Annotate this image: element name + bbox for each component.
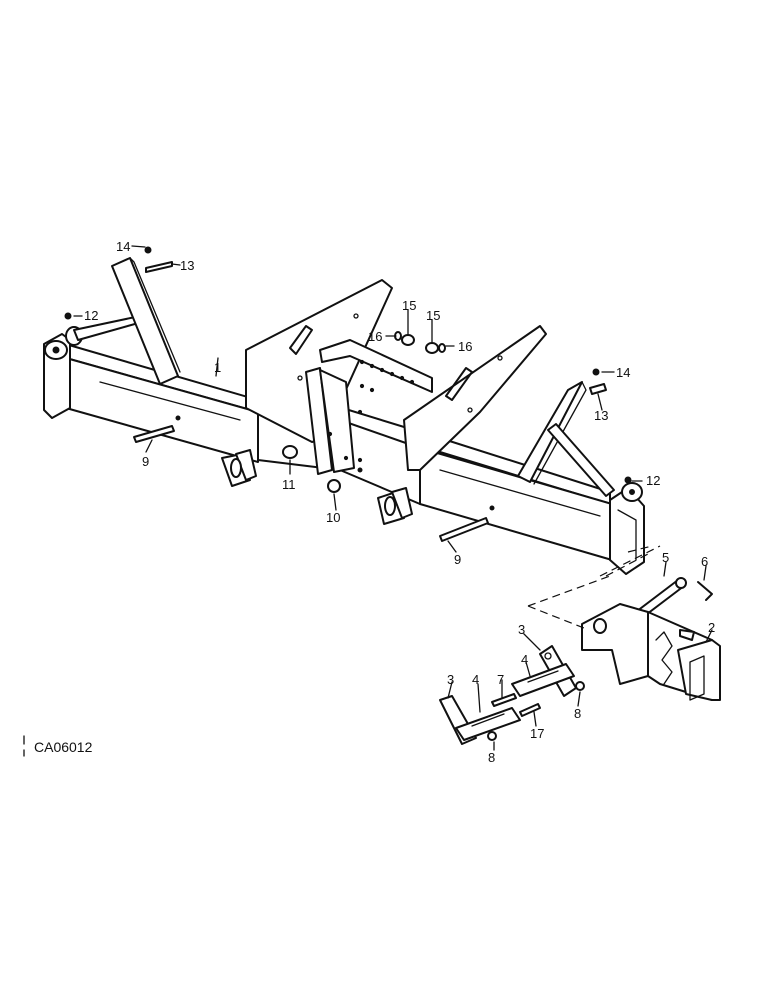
right-upright-post [517, 381, 615, 497]
callout-labels: 1 2 3 3 4 4 5 6 7 8 8 9 9 10 11 12 12 13… [84, 239, 715, 765]
callout-14-left: 14 [116, 239, 130, 254]
assembly-lines [527, 545, 661, 629]
link-4-upper [511, 663, 575, 697]
callout-13-left: 13 [180, 258, 194, 273]
link-4-lower [455, 707, 521, 741]
pin-12-right [624, 476, 632, 484]
spacer-15-16 [394, 331, 446, 354]
nut-8 [487, 681, 585, 741]
pin-9-right [439, 505, 495, 542]
bolt-17 [519, 703, 541, 717]
callout-8-right: 8 [574, 706, 581, 721]
callout-12-right: 12 [646, 473, 660, 488]
right-end-bracket [609, 482, 645, 575]
callout-9-right: 9 [454, 552, 461, 567]
right-mount-plate [319, 325, 547, 471]
callout-3-upper: 3 [518, 622, 525, 637]
callout-9-left: 9 [142, 454, 149, 469]
callout-16-left: 16 [368, 329, 382, 344]
callout-8-bottom: 8 [488, 750, 495, 765]
callout-17: 17 [530, 726, 544, 741]
left-upright-post [111, 257, 181, 385]
right-clevis [377, 487, 413, 525]
bolt-13-right [589, 368, 607, 395]
leader-lines [73, 245, 713, 751]
clip-6 [697, 581, 713, 601]
callout-1: 1 [214, 360, 221, 375]
callout-15-right: 15 [426, 308, 440, 323]
callout-13-right: 13 [594, 408, 608, 423]
callout-4-upper: 4 [521, 652, 528, 667]
pin-12-left [64, 312, 72, 320]
callout-6: 6 [701, 554, 708, 569]
left-end-bracket [43, 315, 143, 419]
callout-2: 2 [708, 620, 715, 635]
callout-12-left: 12 [84, 308, 98, 323]
bushing-11 [282, 445, 298, 459]
callout-7: 7 [497, 672, 504, 687]
callout-11: 11 [282, 477, 296, 492]
callout-4-lower: 4 [472, 672, 479, 687]
callout-5: 5 [662, 550, 669, 565]
pin-9-left [133, 415, 181, 443]
callout-3-lower: 3 [447, 672, 454, 687]
callout-15-left: 15 [402, 298, 416, 313]
callout-14-right: 14 [616, 365, 630, 380]
bolt-13-left [144, 246, 173, 273]
left-mount-plate [245, 279, 393, 475]
diagram-code: CA06012 [34, 739, 93, 755]
hitch-tube-2 [581, 603, 721, 701]
callout-10: 10 [326, 510, 340, 525]
nut-10 [327, 467, 363, 493]
left-clevis [221, 449, 257, 487]
callout-16-right: 16 [458, 339, 472, 354]
bolt-7 [491, 693, 517, 707]
